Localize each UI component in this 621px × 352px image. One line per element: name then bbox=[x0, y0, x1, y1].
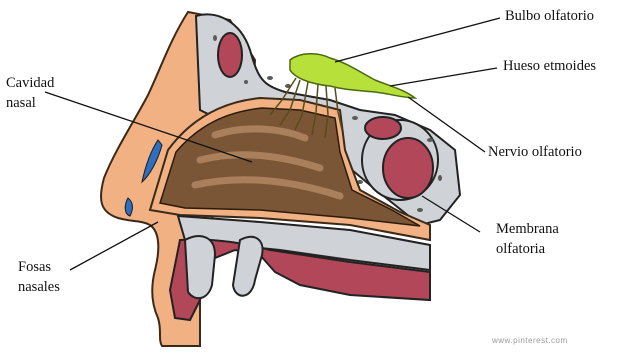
olfactory-bulb bbox=[290, 54, 415, 98]
sphenoid-sinus-lower bbox=[383, 138, 433, 198]
frontal-sinus bbox=[218, 33, 242, 77]
watermark: www.pinterest.com bbox=[492, 336, 568, 345]
label-fosas-line2: nasales bbox=[18, 278, 60, 296]
label-bulbo-olfatorio: Bulbo olfatorio bbox=[505, 7, 594, 25]
sphenoid-sinus-upper bbox=[365, 117, 401, 139]
label-cavidad-line1: Cavidad bbox=[6, 74, 54, 92]
label-membrana-line2: olfatoria bbox=[496, 240, 545, 258]
label-nervio-olfatorio: Nervio olfatorio bbox=[488, 143, 582, 161]
label-hueso-etmoides: Hueso etmoides bbox=[503, 57, 596, 75]
lip-bone bbox=[185, 236, 215, 298]
label-cavidad-line2: nasal bbox=[6, 94, 36, 112]
label-membrana-line1: Membrana bbox=[496, 220, 559, 238]
label-fosas-line1: Fosas bbox=[18, 258, 51, 276]
